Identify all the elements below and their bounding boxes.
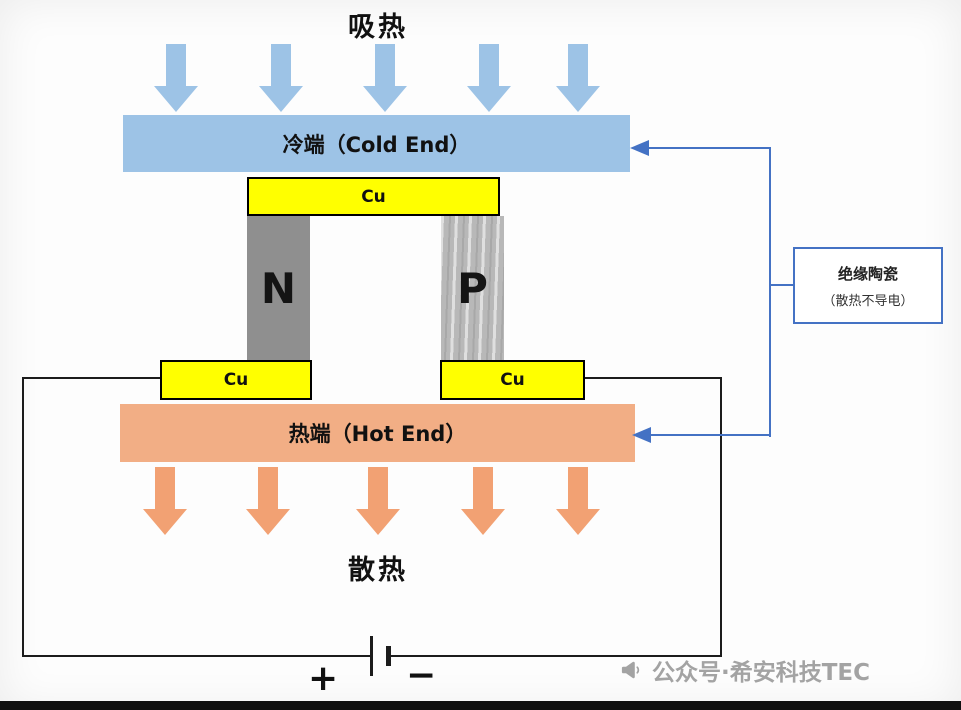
bottom-bar xyxy=(0,701,961,710)
cold-end-label: 冷端（Cold End） xyxy=(282,132,471,157)
circuit-wire-bottom-left xyxy=(22,655,371,657)
annotation-line-to-cold xyxy=(648,147,771,149)
cold-end-plate: 冷端（Cold End） xyxy=(123,115,630,172)
hot-end-plate: 热端（Hot End） xyxy=(120,404,635,462)
heat-out-arrow xyxy=(356,467,400,535)
heat-out-arrow xyxy=(246,467,290,535)
p-type-pillar: P xyxy=(441,216,504,360)
watermark-text: 公众号·希安科技TEC xyxy=(652,660,871,686)
annotation-line-vertical xyxy=(769,147,771,437)
heat-out-arrow xyxy=(143,467,187,535)
copper-bottom-left-label: Cu xyxy=(223,370,249,390)
battery-plus-sign: + xyxy=(308,658,339,699)
copper-bottom-left: Cu xyxy=(160,360,312,400)
circuit-wire-bottom-right xyxy=(390,655,722,657)
circuit-wire-right-horizontal xyxy=(585,377,722,379)
n-pillar-label: N xyxy=(260,263,297,313)
ceramic-annotation-title: 绝缘陶瓷 xyxy=(837,264,898,283)
battery-negative-plate xyxy=(386,646,391,666)
circuit-wire-right-vertical xyxy=(720,377,722,657)
annotation-arrow-cold-icon xyxy=(630,140,649,156)
watermark: 公众号·希安科技TEC xyxy=(618,653,870,687)
heat-in-arrow xyxy=(556,44,600,112)
battery-minus-sign: − xyxy=(406,655,437,696)
copper-bottom-right-label: Cu xyxy=(500,370,525,390)
heat-out-arrow xyxy=(461,467,505,535)
heat-in-arrow xyxy=(467,44,511,112)
ceramic-annotation-subtitle: （散热不导电） xyxy=(822,293,914,309)
battery-positive-plate xyxy=(370,636,373,676)
circuit-wire-left-horizontal xyxy=(22,377,160,379)
ceramic-annotation-box: 绝缘陶瓷 （散热不导电） xyxy=(793,247,943,324)
annotation-line-to-box xyxy=(769,284,795,286)
n-type-pillar: N xyxy=(247,216,310,360)
heat-out-arrow xyxy=(556,467,600,535)
megaphone-icon xyxy=(618,657,644,683)
hot-end-label: 热端（Hot End） xyxy=(288,422,467,446)
heat-dissipate-label: 散热 xyxy=(348,555,408,586)
copper-top-label: Cu xyxy=(361,186,386,207)
heat-in-arrow xyxy=(259,44,303,112)
heat-in-arrow xyxy=(154,44,198,112)
annotation-arrow-hot-icon xyxy=(632,427,651,443)
copper-bottom-right: Cu xyxy=(440,360,585,400)
p-pillar-label: P xyxy=(457,263,488,313)
heat-absorb-label: 吸热 xyxy=(348,12,408,43)
circuit-wire-left-vertical xyxy=(22,377,24,657)
annotation-line-to-hot xyxy=(650,434,771,436)
heat-in-arrow xyxy=(363,44,407,112)
copper-top: Cu xyxy=(247,177,500,216)
